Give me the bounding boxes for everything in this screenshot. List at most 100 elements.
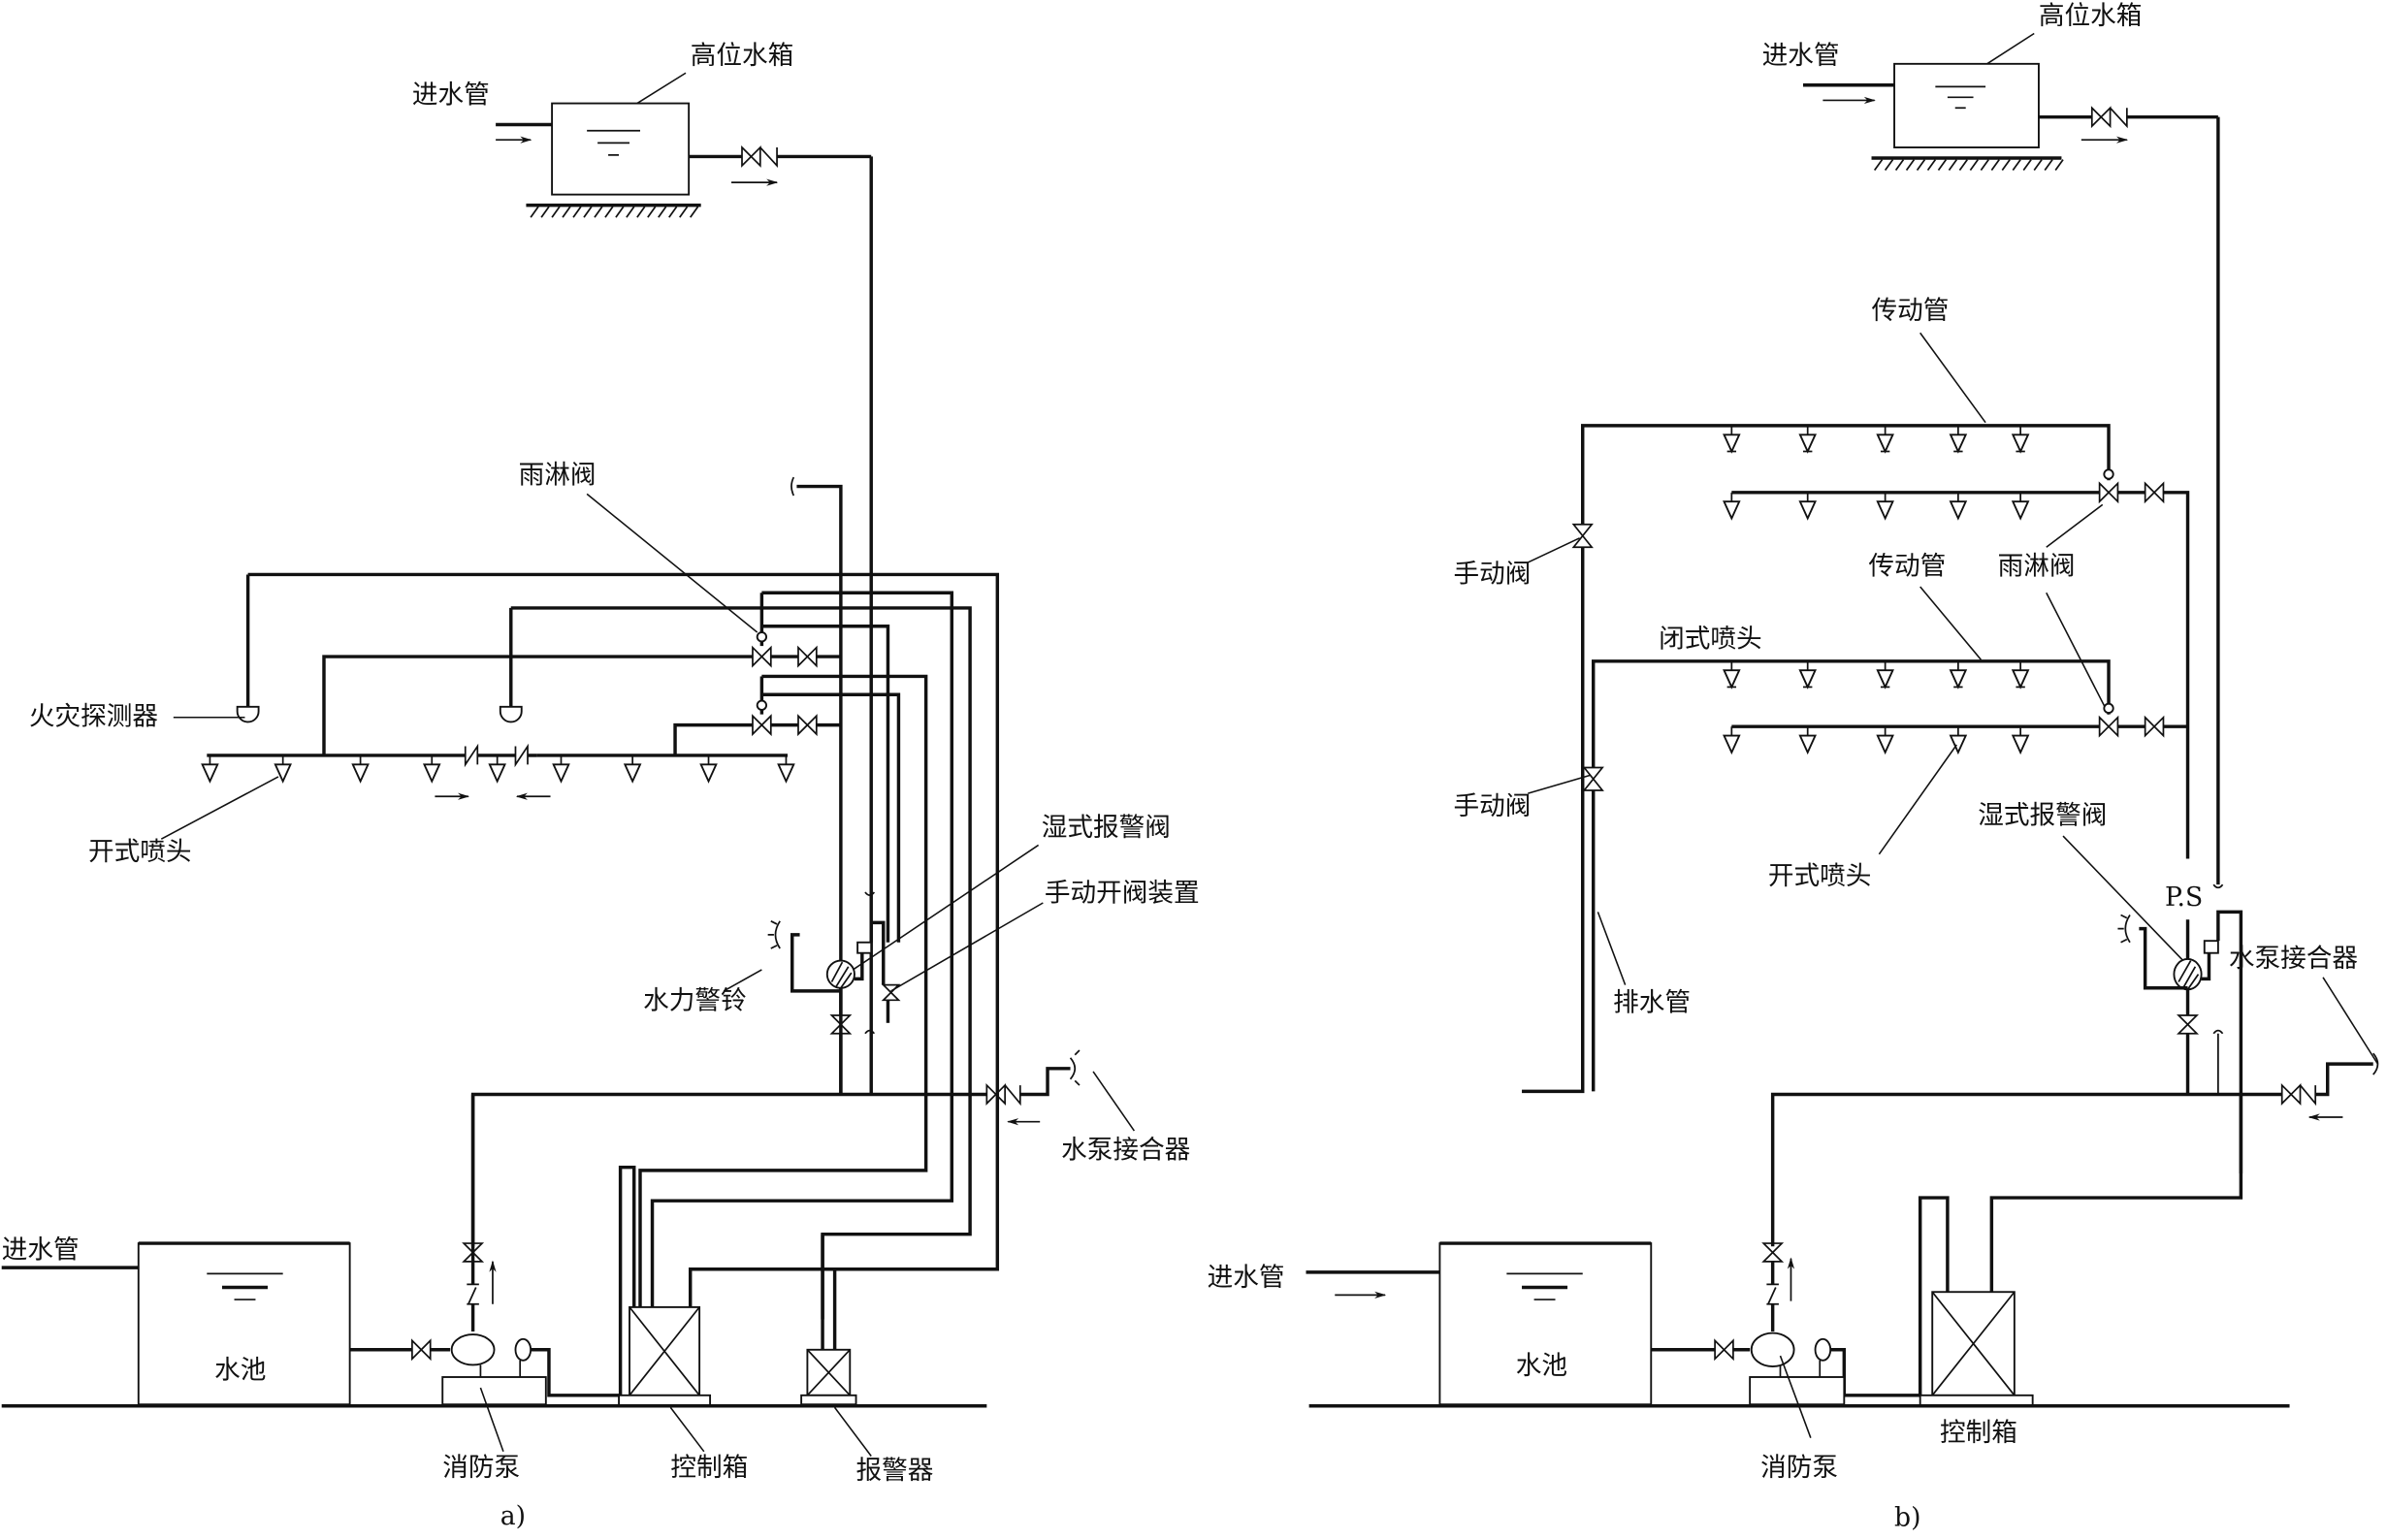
label-deluge-valve-b: 雨淋阀 [1998, 551, 2076, 581]
fire-pump-icon [1750, 1331, 1795, 1367]
wet-alarm-valve-a [825, 959, 855, 989]
closed-sprinkler-head-icon [1876, 660, 1894, 690]
label-inlet-bottom-b: 进水管 [1208, 1263, 1285, 1293]
label-open-sprinkler-a: 开式喷头 [88, 837, 191, 867]
gate-valve-icon [797, 645, 818, 668]
check-valve-icon [1766, 1283, 1779, 1305]
label-alarm-a: 报警器 [856, 1456, 934, 1486]
label-open-sprinkler-b: 开式喷头 [1768, 861, 1872, 891]
label-deluge-valve-a: 雨淋阀 [519, 460, 597, 490]
open-sprinkler-head-icon [1798, 726, 1817, 755]
label-transmission-pipe-2-b: 传动管 [1868, 551, 1946, 581]
closed-sprinkler-head-icon [1723, 425, 1741, 454]
panel-a: 进水管 高位水箱 火灾探测器 [2, 41, 1200, 1531]
pipe-end-hook-icon [790, 476, 795, 497]
manual-valve-icon [1571, 523, 1594, 549]
open-sprinkler-head-icon [274, 754, 292, 784]
high-tank-a [526, 102, 701, 218]
caption-a: a) [500, 1501, 526, 1531]
open-sprinkler-head-icon [1876, 492, 1894, 521]
gate-valve-icon [829, 1014, 853, 1035]
open-sprinkler-head-icon [351, 754, 370, 784]
open-sprinkler-head-icon [2011, 492, 2030, 521]
deluge-valve-icon [2098, 468, 2119, 504]
gate-valve-icon [797, 714, 818, 737]
pressure-switch-icon [856, 941, 873, 954]
open-sprinkler-head-icon [699, 754, 718, 784]
gate-valve-icon [2144, 715, 2165, 738]
open-sprinkler-head-icon [1798, 492, 1817, 521]
wet-alarm-valve-b [2173, 958, 2203, 991]
open-sprinkler-head-icon [1949, 726, 1968, 755]
open-sprinkler-head-icon [552, 754, 570, 784]
pool-b [1438, 1242, 1653, 1406]
water-gong-icon [2117, 914, 2131, 944]
check-valve-icon [2109, 107, 2128, 129]
fire-detector-icon [499, 705, 523, 723]
label-high-tank-b: 高位水箱 [2039, 1, 2142, 31]
label-high-tank-a: 高位水箱 [691, 41, 794, 71]
label-wet-alarm-valve-b: 湿式报警阀 [1978, 800, 2107, 830]
pool-a [137, 1242, 351, 1406]
manual-valve-icon [1582, 766, 1604, 791]
check-valve-icon [514, 743, 529, 768]
label-pump-connector-a: 水泵接合器 [1061, 1135, 1190, 1165]
label-inlet-top-a: 进水管 [412, 80, 490, 111]
fire-pump-icon [450, 1333, 496, 1366]
manual-valve-icon [881, 983, 901, 1002]
deluge-valve-icon [2098, 702, 2119, 738]
fire-detector-icon [236, 705, 260, 723]
gate-valve-icon [2177, 1014, 2200, 1035]
check-valve-icon [759, 146, 778, 169]
water-gong-icon [767, 920, 781, 949]
panel-b: 进水管 高位水箱 手动阀 传动管 传动管 雨淋阀 [1208, 1, 2379, 1533]
label-control-box-b: 控制箱 [1940, 1418, 2017, 1448]
label-manual-opener-a: 手动开阀装置 [1045, 878, 1200, 908]
label-inlet-bottom-a: 进水管 [2, 1235, 80, 1266]
deluge-valve-icon [752, 631, 772, 668]
check-valve-icon [2299, 1084, 2317, 1107]
leader-line [636, 72, 687, 105]
label-wet-alarm-valve-a: 湿式报警阀 [1042, 813, 1171, 843]
label-drain-pipe-b: 排水管 [1613, 987, 1691, 1017]
caption-b: b) [1894, 1503, 1920, 1533]
closed-sprinkler-head-icon [1798, 425, 1817, 454]
check-valve-icon [467, 1283, 479, 1305]
open-sprinkler-head-icon [1723, 492, 1741, 521]
motor-icon [1814, 1337, 1832, 1362]
check-valve-icon [1004, 1084, 1021, 1107]
label-fire-pump-a: 消防泵 [442, 1453, 520, 1483]
gate-valve-icon [741, 144, 761, 168]
pump-connector-icon [1069, 1049, 1081, 1086]
label-fire-pump-b: 消防泵 [1760, 1453, 1838, 1483]
gate-valve-icon [1714, 1338, 1734, 1362]
closed-sprinkler-head-icon [2011, 660, 2030, 690]
label-pressure-switch-b: P.S [2165, 882, 2203, 913]
high-tank-b [1893, 62, 2040, 148]
closed-sprinkler-head-icon [1723, 660, 1741, 690]
pump-connector-icon [2372, 1052, 2379, 1075]
label-water-gong-a: 水力警铃 [643, 986, 747, 1016]
label-control-box-a: 控制箱 [670, 1453, 748, 1483]
closed-sprinkler-head-icon [1798, 660, 1817, 690]
gate-valve-icon [2090, 106, 2112, 129]
open-sprinkler-head-icon [1723, 726, 1741, 755]
open-sprinkler-head-icon [201, 754, 219, 784]
deluge-valve-icon [752, 699, 772, 737]
pressure-switch-icon [2203, 940, 2219, 954]
label-manual-valve-2-b: 手动阀 [1454, 791, 1532, 821]
motor-icon [514, 1337, 532, 1362]
open-sprinkler-head-icon [422, 754, 441, 784]
label-pump-connector-b: 水泵接合器 [2229, 944, 2358, 974]
closed-sprinkler-head-icon [1876, 425, 1894, 454]
label-pool-b: 水池 [1516, 1351, 1567, 1381]
label-inlet-top-b: 进水管 [1762, 41, 1840, 71]
open-sprinkler-head-icon [488, 754, 506, 784]
gate-valve-icon [1761, 1242, 1785, 1263]
open-sprinkler-head-icon [1876, 726, 1894, 755]
closed-sprinkler-head-icon [1949, 425, 1968, 454]
closed-sprinkler-head-icon [2011, 425, 2030, 454]
label-fire-detector-a: 火灾探测器 [29, 702, 158, 732]
label-transmission-pipe-1-b: 传动管 [1872, 296, 1950, 326]
